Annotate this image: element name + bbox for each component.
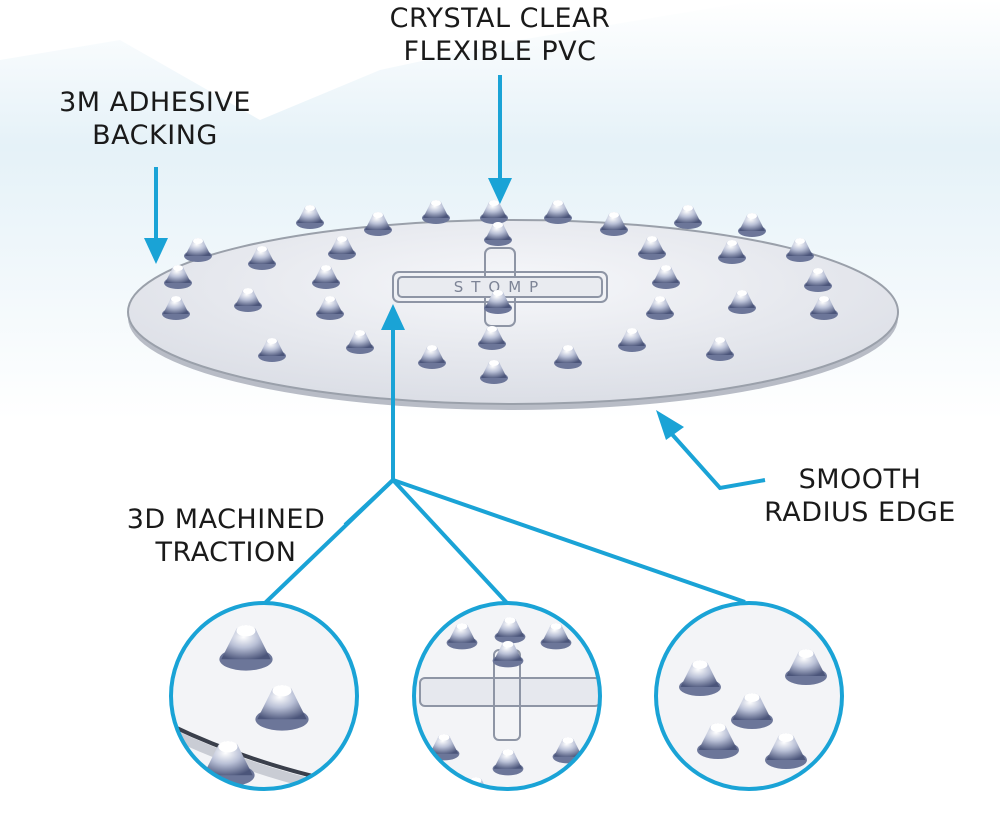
label-crystal-clear: CRYSTAL CLEAR FLEXIBLE PVC [366, 2, 634, 68]
traction-spike [346, 330, 374, 354]
traction-spike [731, 693, 773, 729]
traction-spike [544, 200, 572, 224]
traction-spike [492, 749, 524, 776]
label-smooth-edge-line2: RADIUS EDGE [764, 497, 956, 528]
traction-spike [316, 296, 344, 320]
traction-spike [804, 268, 832, 292]
logo-text: STOMP [454, 278, 546, 296]
arrow-smooth-edge [668, 430, 766, 491]
label-traction: 3D MACHINED TRACTION [96, 503, 356, 569]
traction-spike [480, 200, 508, 224]
traction-spike [480, 360, 508, 384]
traction-spike [540, 623, 572, 650]
traction-spike [679, 660, 721, 696]
traction-spike [484, 290, 512, 314]
traction-spike [162, 296, 190, 320]
traction-spike [258, 338, 286, 362]
arrowhead-crystal-clear [488, 178, 512, 204]
traction-spike [674, 205, 702, 229]
zoom-circle-right [654, 601, 844, 791]
arrow-heads [144, 178, 684, 440]
traction-spike [312, 265, 340, 289]
zoom-circle-center [412, 601, 602, 791]
traction-spike [418, 345, 446, 369]
traction-spike [234, 288, 262, 312]
traction-spike [718, 240, 746, 264]
traction-spike [328, 236, 356, 260]
arrowhead-adhesive [144, 238, 168, 264]
arrowhead-traction [381, 304, 405, 330]
traction-spike [296, 205, 324, 229]
label-adhesive: 3M ADHESIVE BACKING [30, 86, 280, 152]
traction-spike [706, 337, 734, 361]
arrow-traction-left [263, 478, 395, 605]
traction-spike [765, 733, 807, 769]
label-traction-line2: TRACTION [155, 537, 297, 568]
traction-spike [697, 723, 739, 759]
traction-spike [728, 290, 756, 314]
traction-spike [422, 200, 450, 224]
traction-spike [554, 345, 582, 369]
traction-spike [785, 649, 827, 685]
traction-spike [484, 222, 512, 246]
traction-spike [810, 296, 838, 320]
traction-spike [446, 623, 478, 650]
traction-pad: STOMP [127, 200, 899, 410]
traction-spikes [162, 200, 838, 384]
arrowhead-smooth-edge [656, 410, 684, 440]
traction-spike [786, 238, 814, 262]
arrow-traction-center [391, 478, 509, 605]
label-smooth-edge: SMOOTH RADIUS EDGE [740, 463, 980, 529]
traction-spike [364, 212, 392, 236]
traction-spike [738, 213, 766, 237]
label-adhesive-line2: BACKING [92, 120, 218, 151]
traction-spike [255, 685, 309, 731]
label-crystal-clear-line2: FLEXIBLE PVC [403, 36, 597, 67]
traction-spike [478, 326, 506, 350]
label-smooth-edge-line1: SMOOTH [798, 464, 922, 495]
traction-spike [492, 641, 524, 668]
traction-spike [646, 296, 674, 320]
arrow-traction-right [392, 478, 746, 604]
traction-spike [164, 265, 192, 289]
label-traction-line1: 3D MACHINED [126, 504, 326, 535]
label-crystal-clear-line1: CRYSTAL CLEAR [389, 3, 611, 34]
traction-spike [219, 625, 273, 671]
traction-spike [494, 617, 526, 644]
traction-spike [184, 238, 212, 262]
traction-spike [652, 265, 680, 289]
traction-spike [201, 741, 255, 787]
callout-arrows [154, 75, 766, 605]
traction-spike [618, 328, 646, 352]
traction-spike [248, 246, 276, 270]
traction-spike [600, 212, 628, 236]
label-adhesive-line1: 3M ADHESIVE [59, 87, 251, 118]
traction-spike [638, 236, 666, 260]
